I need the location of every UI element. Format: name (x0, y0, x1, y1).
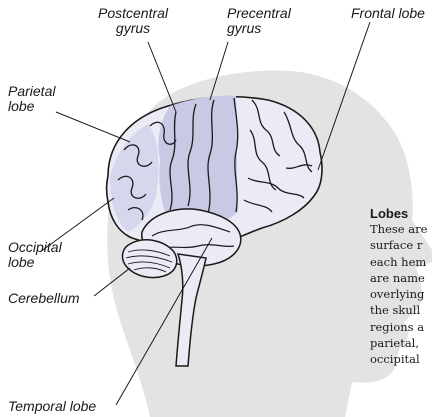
info-panel-line: These are (370, 221, 435, 237)
info-panel-line: overlying (370, 286, 435, 302)
label-precentral-gyrus: Precentral gyrus (227, 6, 291, 36)
info-panel-line: each hem (370, 254, 435, 270)
label-temporal-lobe: Temporal lobe (8, 399, 96, 414)
label-postcentral-gyrus: Postcentral gyrus (98, 6, 168, 36)
label-parietal-lobe-line1: Parietal (8, 84, 55, 99)
info-panel-title: Lobes (370, 206, 435, 221)
label-parietal-lobe: Parietal lobe (8, 84, 55, 114)
label-cerebellum: Cerebellum (8, 291, 80, 306)
lobes-info-panel: Lobes These are surface r each hem are n… (370, 206, 435, 368)
label-precentral-gyrus-line1: Precentral (227, 6, 291, 21)
label-occipital-lobe-line2: lobe (8, 255, 62, 270)
label-postcentral-gyrus-line1: Postcentral (98, 6, 168, 21)
label-precentral-gyrus-line2: gyrus (227, 21, 291, 36)
label-occipital-lobe-line1: Occipital (8, 240, 62, 255)
info-panel-line: the skull (370, 302, 435, 318)
info-panel-line: are name (370, 270, 435, 286)
info-panel-line: surface r (370, 237, 435, 253)
label-frontal-lobe: Frontal lobe (351, 6, 425, 21)
label-parietal-lobe-line2: lobe (8, 99, 55, 114)
info-panel-line: occipital (370, 351, 435, 367)
label-postcentral-gyrus-line2: gyrus (98, 21, 168, 36)
info-panel-line: parietal, (370, 335, 435, 351)
label-occipital-lobe: Occipital lobe (8, 240, 62, 270)
info-panel-body: These are surface r each hem are name ov… (370, 221, 435, 368)
info-panel-line: regions a (370, 319, 435, 335)
